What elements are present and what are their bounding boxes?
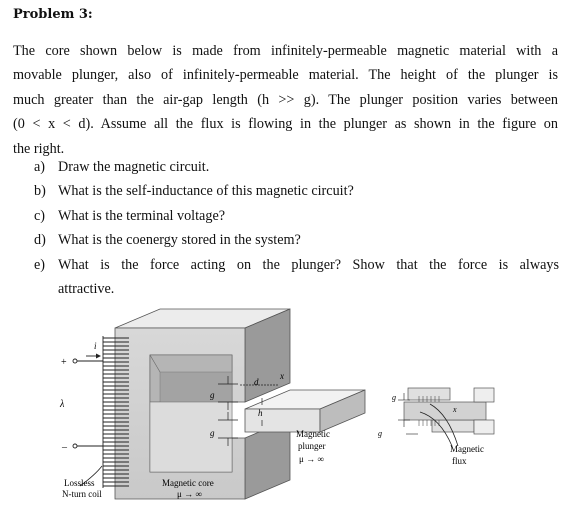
flux-label: Magnetic [450,444,484,454]
question-item-b: b) What is the self-inductance of this m… [34,179,559,203]
detail-gap-label: g [378,429,382,438]
coil-label-leader [79,465,103,487]
statement-line: movable plunger, also of infinitely-perm… [13,67,558,84]
plunger-label: plunger [298,441,326,451]
dimension-d-label: d [254,377,259,387]
gap-label: g [210,390,215,400]
terminal-plus-node [72,358,78,364]
statement-line: The core shown below is made from infini… [13,43,558,59]
question-item-a: a) Draw the magnetic circuit. [34,155,559,179]
question-label: c) [34,207,46,224]
question-label: b) [34,183,46,200]
problem-statement: The core shown below is made from infini… [13,39,558,161]
question-item-d: d) What is the coenergy stored in the sy… [34,228,559,252]
statement-line: (0 < x < d). Assume all the flux is flow… [13,116,558,133]
terminal-minus-label: – [61,442,68,453]
terminal-minus-node [72,443,78,449]
core-edge [149,354,161,373]
question-label: e) [34,256,46,273]
core-window-floor [149,401,233,473]
dimension-h-label: h [258,408,263,418]
voltage-label: λ [59,399,65,410]
plunger-end-face [319,389,366,433]
gap-dimension-marks [218,376,278,446]
question-text-continuation: attractive. [58,281,115,298]
question-text: What is the terminal voltage? [58,207,226,224]
flux-label: flux [452,456,467,466]
question-label: a) [34,159,46,175]
coil-label: Lossless [64,478,95,488]
detail-gap-label: g [392,393,396,402]
detail-x-label: x [452,405,457,414]
question-text: What is the coenergy stored in the syste… [58,232,301,249]
problem-title: Problem 3: [13,7,93,22]
detail-view [398,387,495,447]
terminal-plus-label: + [61,357,67,368]
current-arrowhead [96,353,101,359]
question-item-c: c) What is the terminal voltage? [34,204,559,228]
statement-line: much greater than the air-gap length (h … [13,91,558,108]
core-permeability-label: μ → ∞ [177,489,202,499]
plunger-label: Magnetic [296,429,330,439]
gap-label: g [210,428,215,438]
question-text: Draw the magnetic circuit. [58,159,210,175]
question-text: What is the force acting on the plunger?… [58,256,559,273]
core-label: Magnetic core [162,478,214,488]
question-item-e: e) What is the force acting on the plung… [34,253,559,277]
question-list: a) Draw the magnetic circuit. b) What is… [34,155,559,301]
question-label: d) [34,232,46,249]
dimension-x-label: x [279,371,284,381]
coil-label: N-turn coil [62,489,102,499]
current-label: i [94,341,97,351]
plunger-permeability-label: μ → ∞ [299,454,324,464]
statement-line: the right. [13,140,65,157]
question-text: What is the self-inductance of this magn… [58,183,354,200]
